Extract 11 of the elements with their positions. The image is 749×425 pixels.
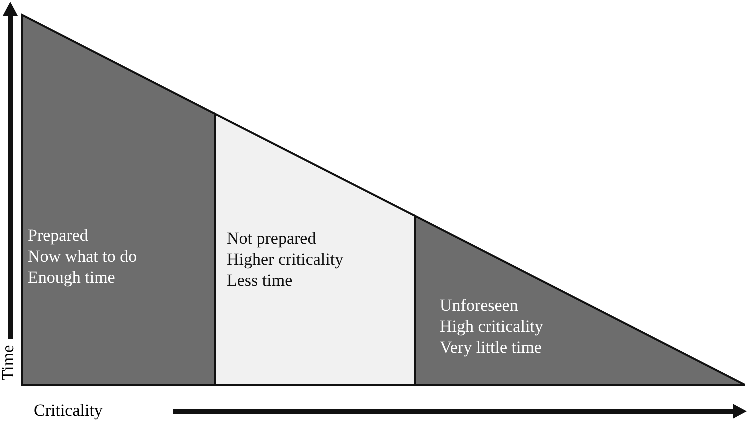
region-label: Very little time — [440, 337, 542, 358]
region-label: Higher criticality — [227, 249, 344, 270]
axis-label: Criticality — [34, 401, 103, 421]
region-label: Less time — [227, 270, 293, 291]
axis-label: Time — [0, 345, 19, 381]
region-label: Prepared — [28, 225, 88, 246]
region-label: Not prepared — [227, 228, 316, 249]
region-label: Now what to do — [28, 246, 138, 267]
region-label: High criticality — [440, 316, 544, 337]
region-label: Enough time — [28, 267, 116, 288]
region-label: Unforeseen — [440, 295, 518, 316]
